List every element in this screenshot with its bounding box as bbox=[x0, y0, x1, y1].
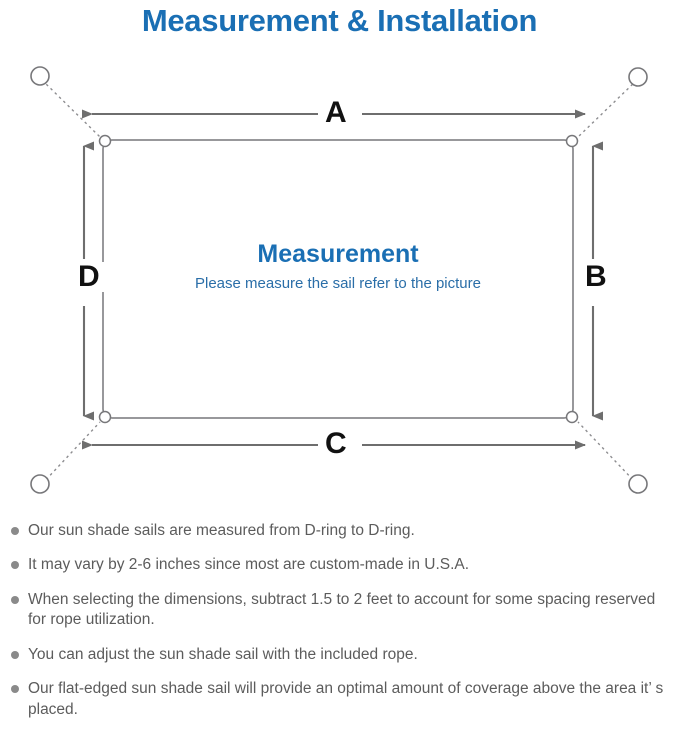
bullet-icon bbox=[11, 527, 19, 535]
list-item: When selecting the dimensions, subtract … bbox=[0, 590, 679, 631]
dimension-label-b: B bbox=[578, 262, 614, 292]
anchor-post-top-left bbox=[30, 66, 50, 86]
d-ring-bottom-left bbox=[98, 410, 112, 424]
sail-center-text: Measurement Please measure the sail refe… bbox=[103, 240, 573, 293]
bullet-icon bbox=[11, 595, 19, 604]
rope-bottom-left bbox=[41, 421, 101, 485]
d-ring-top-left bbox=[98, 134, 112, 148]
list-item: Our sun shade sails are measured from D-… bbox=[0, 521, 679, 541]
measurement-diagram: A B C D Measurement Please measure the s… bbox=[0, 44, 679, 514]
anchor-post-bottom-right bbox=[628, 474, 648, 494]
page-title: Measurement & Installation bbox=[141, 3, 538, 38]
dimension-label-a: A bbox=[318, 98, 354, 128]
bullet-icon bbox=[11, 561, 19, 570]
anchor-posts bbox=[30, 66, 648, 494]
list-item: You can adjust the sun shade sail with t… bbox=[0, 645, 679, 665]
d-ring-top-right bbox=[565, 134, 579, 148]
notes-list: Our sun shade sails are measured from D-… bbox=[0, 521, 679, 734]
note-text: When selecting the dimensions, subtract … bbox=[28, 590, 656, 629]
d-ring-bottom-right bbox=[565, 410, 579, 424]
note-text: Our flat-edged sun shade sail will provi… bbox=[28, 680, 664, 718]
d-rings bbox=[98, 134, 579, 424]
list-item: Our flat-edged sun shade sail will provi… bbox=[0, 679, 679, 720]
sail-center-subtitle: Please measure the sail refer to the pic… bbox=[195, 274, 481, 292]
anchor-post-top-right bbox=[628, 67, 648, 87]
rope-top-right bbox=[577, 79, 638, 138]
anchor-post-bottom-left bbox=[30, 474, 50, 494]
dimension-label-d: D bbox=[71, 262, 107, 292]
rope-lines bbox=[41, 79, 638, 485]
bullet-icon bbox=[11, 650, 19, 659]
note-text: Our sun shade sails are measured from D-… bbox=[28, 522, 415, 539]
list-item: It may vary by 2-6 inches since most are… bbox=[0, 555, 679, 575]
note-text: You can adjust the sun shade sail with t… bbox=[28, 645, 418, 663]
dimension-label-c: C bbox=[318, 429, 354, 459]
bullet-icon bbox=[11, 685, 19, 694]
note-text: It may vary by 2-6 inches since most are… bbox=[28, 556, 470, 574]
dimension-arrows bbox=[82, 109, 603, 450]
rope-bottom-right bbox=[577, 421, 638, 485]
sail-center-title: Measurement bbox=[257, 240, 419, 268]
diagram-svg bbox=[30, 66, 648, 494]
rope-top-left bbox=[41, 79, 101, 138]
